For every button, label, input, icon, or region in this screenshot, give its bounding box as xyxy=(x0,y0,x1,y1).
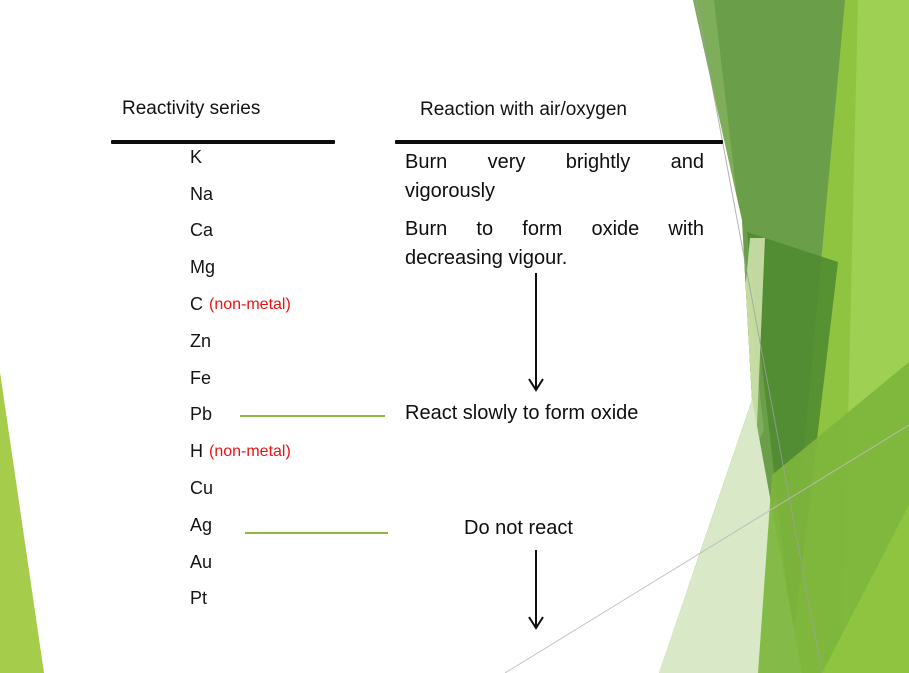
shallow-hairline xyxy=(504,424,909,673)
burn-oxide-line2: decreasing vigour. xyxy=(405,247,568,269)
element-symbol: Mg xyxy=(190,257,216,278)
steep-hairline xyxy=(695,0,823,673)
element-row-c: C (non-metal) xyxy=(190,286,410,323)
element-row-ca: Ca xyxy=(190,213,410,250)
react-slowly-text: React slowly to form oxide xyxy=(405,402,639,424)
decreasing-vigour-arrow xyxy=(528,273,544,392)
element-symbol: Pt xyxy=(190,588,208,609)
element-row-pb: Pb xyxy=(190,397,410,434)
do-not-react-arrow xyxy=(528,550,544,630)
element-row-au: Au xyxy=(190,544,410,581)
do-not-react-text: Do not react xyxy=(464,517,573,539)
element-row-pt: Pt xyxy=(190,581,410,618)
element-symbol: Zn xyxy=(190,330,212,351)
burn-oxide-line1: Burn to form oxide with xyxy=(405,218,704,240)
element-symbol: K xyxy=(190,146,203,167)
right-header-underline xyxy=(395,140,723,144)
element-nonmetal-note: (non-metal) xyxy=(209,442,291,460)
element-row-cu: Cu xyxy=(190,470,410,507)
burn-brightly-text: Burn very brightly and vigorously xyxy=(405,148,704,206)
pb-divider-line xyxy=(240,415,385,417)
element-row-na: Na xyxy=(190,176,410,213)
reaction-with-air-header: Reaction with air/oxygen xyxy=(420,99,627,120)
element-row-k: K xyxy=(190,139,410,176)
element-symbol: H xyxy=(190,441,203,462)
element-symbol: C xyxy=(190,294,203,315)
element-symbol: Cu xyxy=(190,478,214,499)
element-symbol: Pb xyxy=(190,404,213,425)
element-symbol: Fe xyxy=(190,367,212,388)
burn-oxide-text: Burn to form oxide with decreasing vigou… xyxy=(405,215,704,273)
element-symbol: Na xyxy=(190,183,214,204)
element-symbol: Ca xyxy=(190,220,214,241)
reactivity-series-list: K Na Ca Mg C (non-metal) Zn Fe Pb xyxy=(190,139,410,617)
element-row-mg: Mg xyxy=(190,249,410,286)
element-symbol: Ag xyxy=(190,514,213,535)
left-header-underline xyxy=(111,140,335,144)
element-row-fe: Fe xyxy=(190,360,410,397)
bottom-left-wedge xyxy=(0,372,44,673)
ag-divider-line xyxy=(245,532,388,534)
reactivity-series-header: Reactivity series xyxy=(122,98,261,119)
element-row-zn: Zn xyxy=(190,323,410,360)
element-symbol: Au xyxy=(190,551,213,572)
element-row-h: H (non-metal) xyxy=(190,433,410,470)
burn-brightly-line1: Burn very brightly and xyxy=(405,151,704,173)
element-nonmetal-note: (non-metal) xyxy=(209,295,291,313)
burn-brightly-line2: vigorously xyxy=(405,180,496,202)
element-row-ag: Ag xyxy=(190,507,410,544)
